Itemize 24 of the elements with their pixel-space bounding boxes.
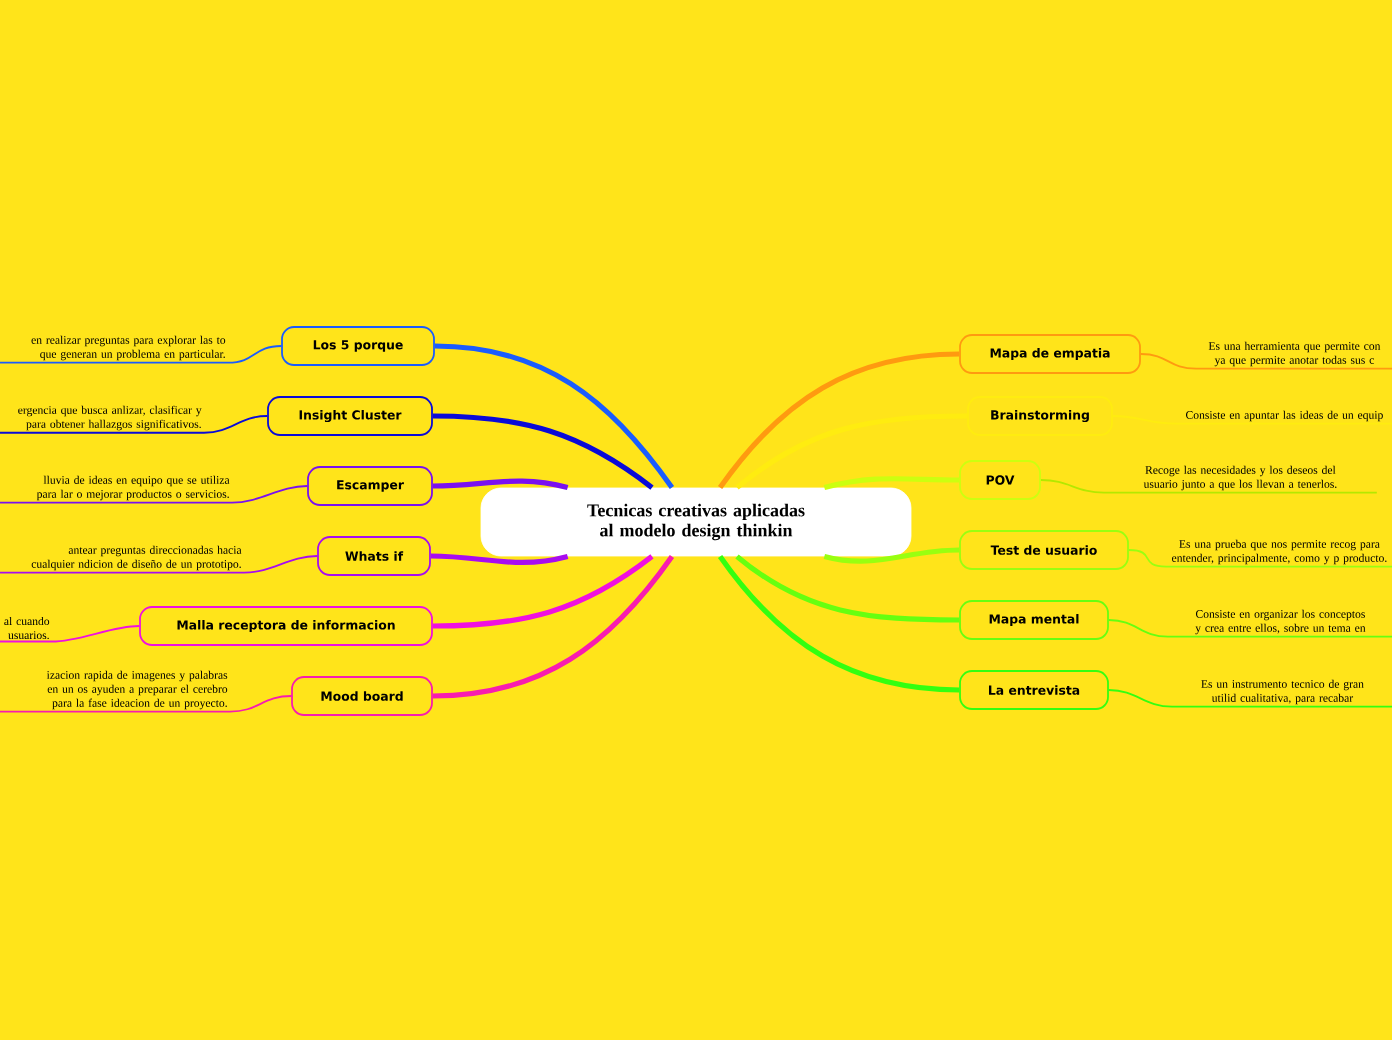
central-topic-box: Tecnicas creativas aplicadas al modelo design thinkin [480, 487, 912, 557]
branch-line [432, 554, 675, 699]
connector-line [1140, 353, 1392, 370]
branch-line [823, 476, 960, 491]
branch-line [430, 553, 569, 566]
branch-line [823, 547, 960, 564]
connector-line [1108, 689, 1392, 708]
connector-line [0, 625, 140, 643]
branch-line [735, 554, 960, 623]
connector-line [0, 415, 268, 434]
connector-line [0, 485, 308, 504]
branch-line [432, 413, 654, 490]
connector-line [0, 345, 282, 364]
branch-line [718, 554, 960, 693]
branch-line [432, 554, 654, 629]
connector-line [1040, 479, 1378, 494]
connector-line [0, 555, 318, 574]
branch-line [432, 478, 569, 491]
connector-line [1108, 619, 1392, 638]
branch-line [718, 351, 960, 490]
branch-line [735, 413, 968, 490]
connector-line [1128, 549, 1392, 568]
branch-line [434, 343, 675, 490]
connector-line [0, 695, 292, 713]
